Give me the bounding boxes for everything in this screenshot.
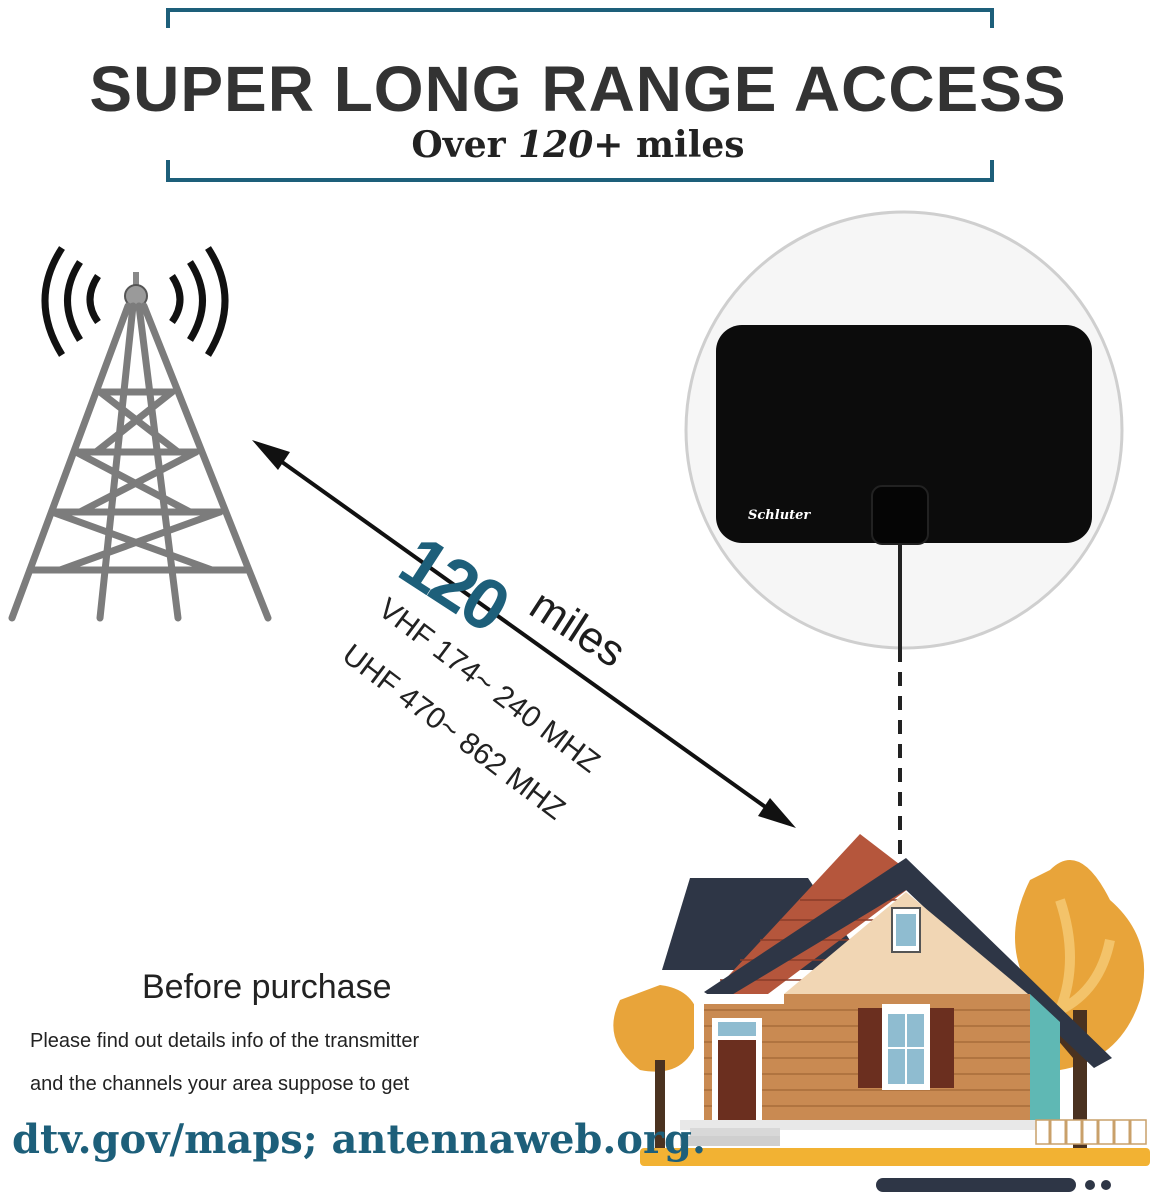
house-icon (640, 834, 1150, 1192)
subtitle-suffix: miles (623, 124, 745, 166)
subtitle-prefix: Over (411, 124, 519, 166)
tower-icon (8, 246, 272, 622)
info-line-1: Please find out details info of the tran… (30, 1030, 420, 1052)
subtitle-number: 120+ (518, 124, 624, 166)
page-subtitle: Over 120+ miles (0, 124, 1156, 166)
reference-links[interactable]: dtv.gov/maps; antennaweb.org. (12, 1116, 706, 1163)
antenna-icon (684, 210, 1124, 862)
info-line-2: and the channels your area suppose to ge… (30, 1073, 410, 1095)
page-title: SUPER LONG RANGE ACCESS (89, 53, 1067, 125)
info-heading: Before purchase (142, 968, 392, 1006)
header-frame (166, 8, 994, 182)
antenna-brand-label: Schluter (748, 508, 811, 523)
double-arrow-icon (252, 440, 796, 828)
